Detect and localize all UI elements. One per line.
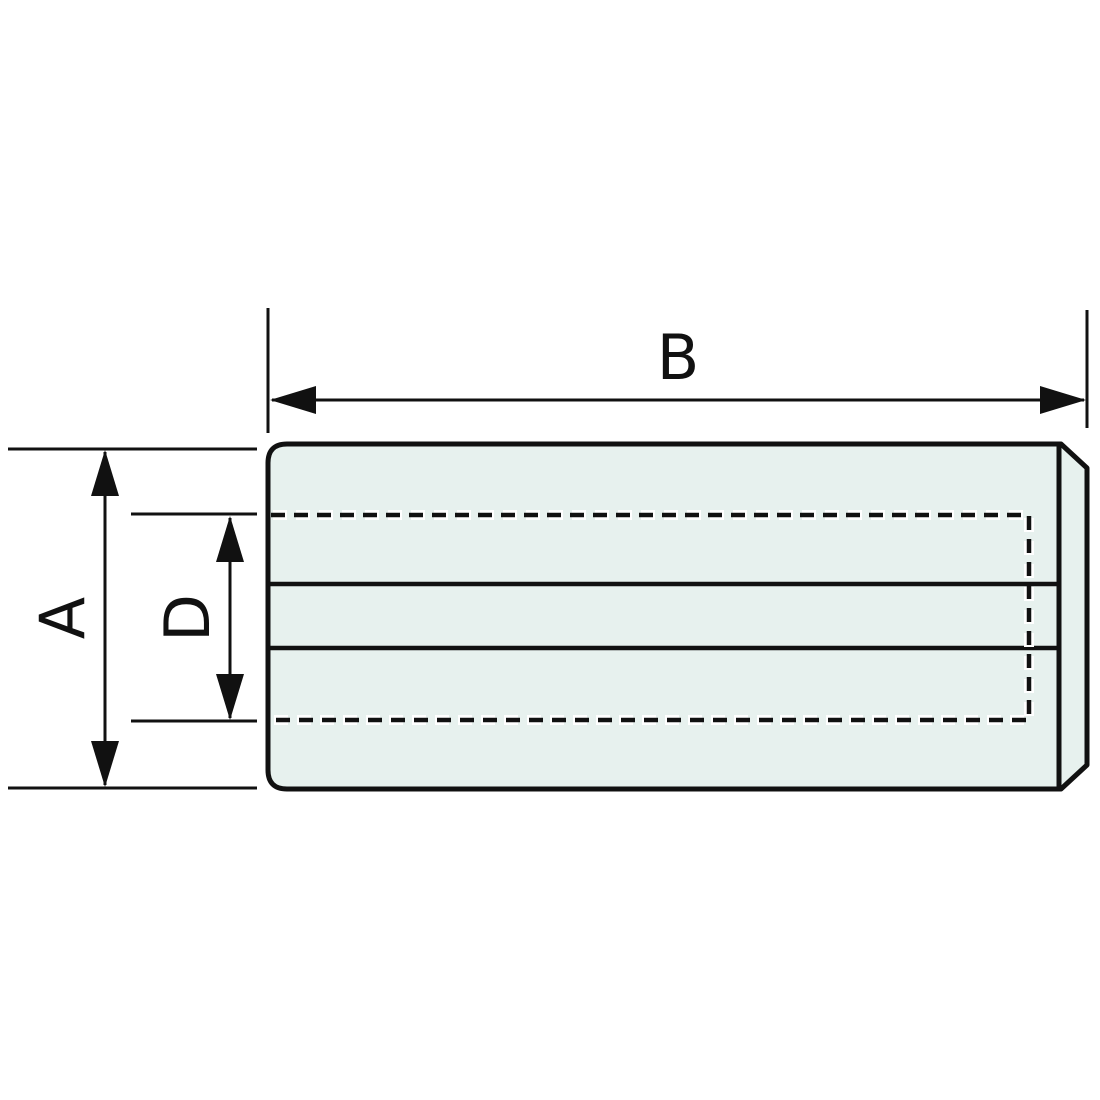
part-body xyxy=(265,441,1090,792)
dimension-a: A xyxy=(8,447,257,790)
dim-d-arrowhead-bottom xyxy=(216,674,244,720)
dimension-d: D xyxy=(131,512,257,723)
dim-d-arrowhead-top xyxy=(216,516,244,562)
dim-d-label: D xyxy=(151,594,224,642)
dim-a-arrowhead-bottom xyxy=(91,741,119,787)
hidden-bore-line xyxy=(271,512,1032,723)
dim-b-label: B xyxy=(657,321,700,394)
dim-a-arrowhead-top xyxy=(91,450,119,496)
dim-b-arrowhead-left xyxy=(270,386,316,414)
dim-a-label: A xyxy=(26,597,99,639)
dimension-b: B xyxy=(266,308,1089,433)
part-outline xyxy=(265,441,1090,792)
dim-b-arrowhead-right xyxy=(1040,386,1086,414)
